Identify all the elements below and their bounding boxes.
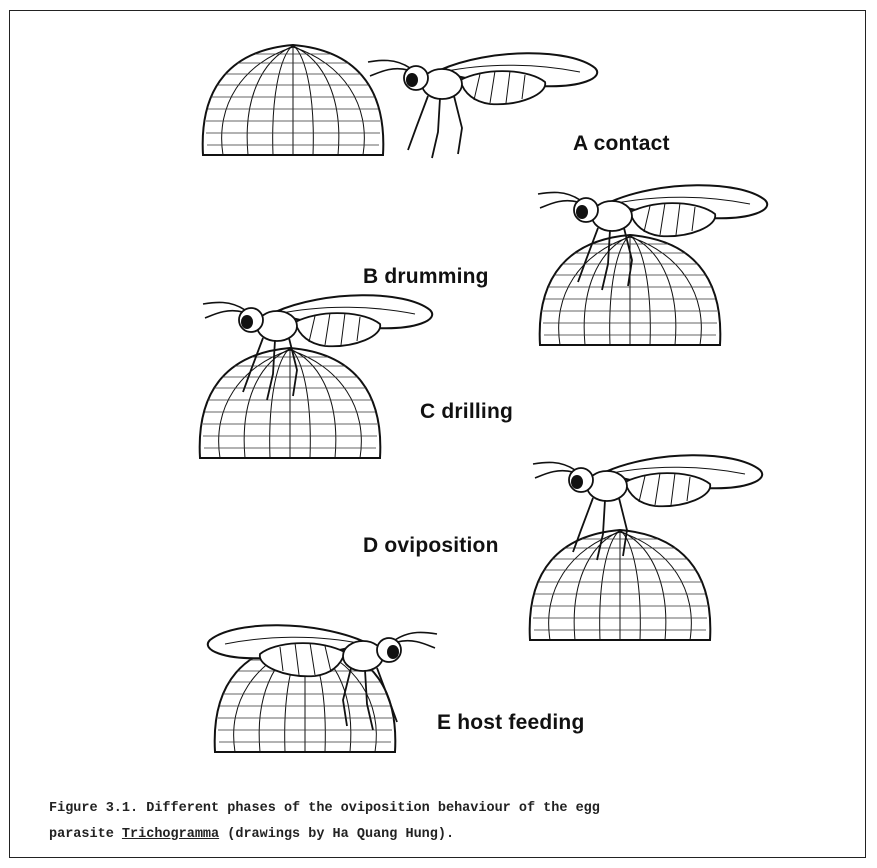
stage-d-egg xyxy=(530,530,711,640)
stage-label-oviposition: D oviposition xyxy=(363,534,499,558)
caption-species: Trichogramma xyxy=(122,827,219,842)
caption-suffix: (drawings by Ha Quang Hung). xyxy=(219,827,454,842)
stage-a-wasp xyxy=(368,53,597,158)
caption-line-1: Figure 3.1. Different phases of the ovip… xyxy=(49,796,859,822)
stage-label-host-feeding: E host feeding xyxy=(437,711,584,735)
figure-caption: Figure 3.1. Different phases of the ovip… xyxy=(49,796,859,848)
stage-label-drilling: C drilling xyxy=(420,400,513,424)
caption-prefix: parasite xyxy=(49,827,122,842)
stage-c-egg xyxy=(200,348,381,458)
caption-line-2: parasite Trichogramma (drawings by Ha Qu… xyxy=(49,822,859,848)
stage-a-egg xyxy=(203,45,384,155)
stage-label-drumming: B drumming xyxy=(363,265,489,289)
stage-label-contact: A contact xyxy=(573,132,670,156)
